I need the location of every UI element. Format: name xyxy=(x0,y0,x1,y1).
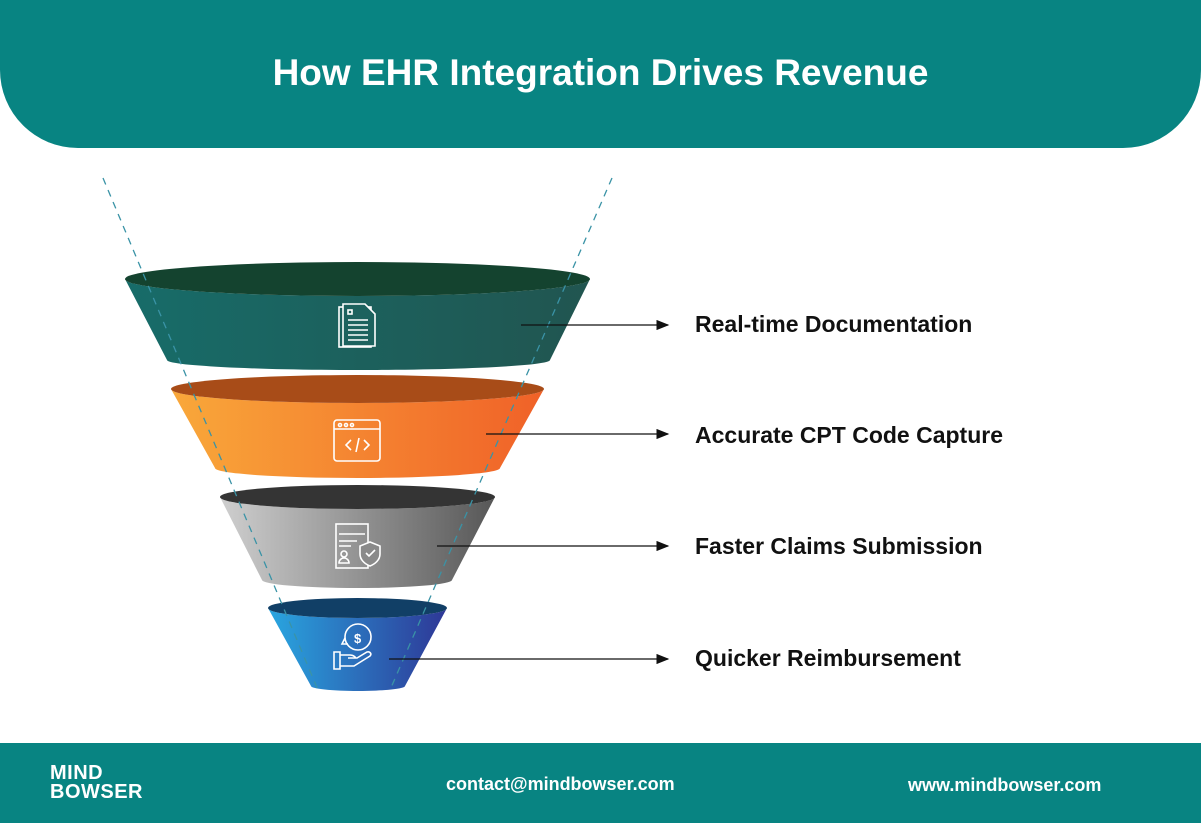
stage-label-faster-claims-submission: Faster Claims Submission xyxy=(695,533,983,559)
funnel-diagram: $ xyxy=(102,177,670,691)
document-icon xyxy=(338,303,376,348)
footer: MIND BOWSER contact@mindbowser.com www.m… xyxy=(0,743,1201,823)
website-link[interactable]: www.mindbowser.com xyxy=(908,775,1102,795)
funnel-stage-3 xyxy=(220,497,495,588)
funnel-stage-2 xyxy=(171,389,544,478)
page-title: How EHR Integration Drives Revenue xyxy=(272,52,929,93)
guide-line-left xyxy=(102,177,319,691)
money-hand-icon: $ xyxy=(333,623,372,670)
svg-text:$: $ xyxy=(354,631,362,646)
header-banner: How EHR Integration Drives Revenue xyxy=(0,0,1201,148)
stage-label-accurate-cpt-code-capture: Accurate CPT Code Capture xyxy=(695,422,1004,448)
funnel-stage-top-1 xyxy=(125,262,590,296)
funnel-stage-top-2 xyxy=(171,375,544,403)
stage-label-quicker-reimbursement: Quicker Reimbursement xyxy=(695,645,961,671)
mindbowser-logo: MIND BOWSER xyxy=(50,762,143,803)
code-window-icon xyxy=(333,419,381,462)
logo-line2: BOWSER xyxy=(50,781,143,803)
funnel-stage-top-3 xyxy=(220,485,495,509)
claim-icon xyxy=(335,523,381,569)
funnel-stage-top-4 xyxy=(268,598,447,618)
logo-line1: MIND xyxy=(50,762,104,784)
contact-email-link[interactable]: contact@mindbowser.com xyxy=(446,774,675,794)
stage-label-real-time-documentation: Real-time Documentation xyxy=(695,311,973,337)
